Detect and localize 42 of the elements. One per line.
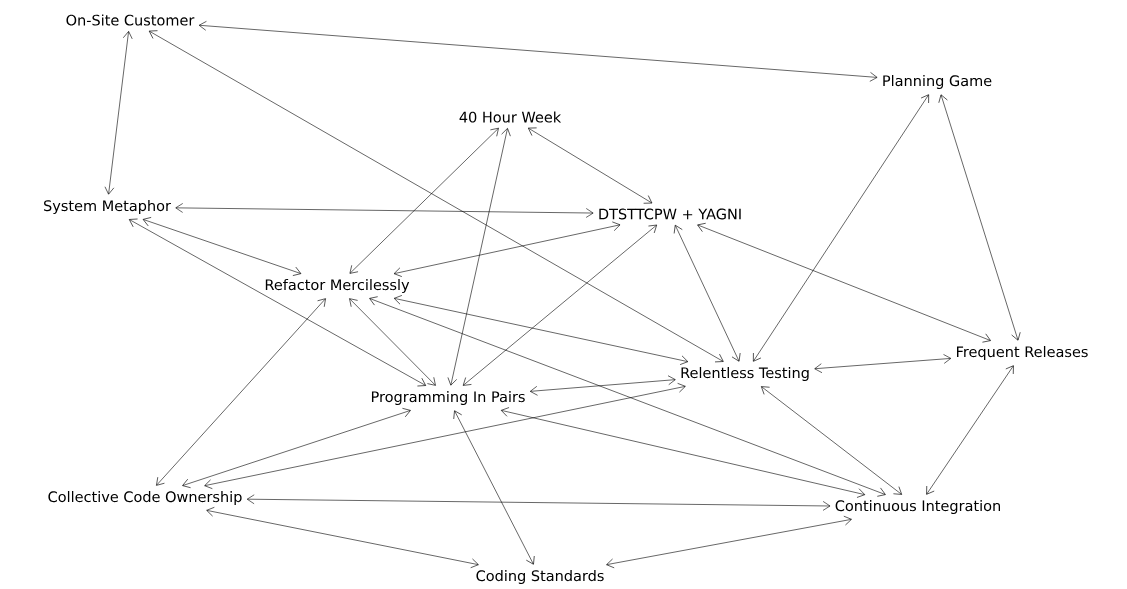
concept-label: 40 Hour Week [459, 111, 562, 123]
arrow [393, 295, 689, 365]
concept-label: Programming In Pairs [371, 391, 525, 405]
arrow [761, 386, 902, 495]
concept-label: System Metaphor [44, 200, 171, 214]
concept-label: On-Site Customer [66, 14, 195, 26]
arrow [393, 221, 621, 277]
arrow [156, 298, 326, 486]
arrow [182, 408, 411, 488]
arrow [500, 407, 866, 498]
arrow [369, 296, 886, 497]
arrow [104, 31, 133, 195]
concept-label: Coding Standards [476, 570, 604, 584]
arrow [673, 224, 741, 362]
concept-label: Collective Code Ownership [48, 491, 242, 505]
arrow [462, 224, 657, 386]
arrow [926, 365, 1014, 495]
arrow [753, 94, 929, 362]
arrow [529, 375, 676, 396]
arrow [148, 30, 724, 363]
arrow [349, 127, 499, 274]
concept-label: Refactor Mercilessly [265, 279, 410, 293]
concept-label: Frequent Releases [957, 346, 1088, 360]
concept-label: Planning Game [883, 75, 992, 89]
arrow [453, 410, 535, 565]
arrow [246, 494, 831, 511]
concept-label: Relentless Testing [681, 367, 809, 381]
arrow [204, 383, 686, 489]
arrow [206, 507, 479, 568]
arrow [349, 298, 436, 386]
arrow [142, 217, 302, 276]
arrow [528, 127, 653, 204]
arrow [606, 515, 852, 569]
arrow [938, 94, 1021, 341]
arrow [128, 218, 427, 387]
arrow [697, 223, 991, 343]
concept-label: Continuous Integration [835, 500, 1000, 514]
arrow [447, 128, 511, 386]
arrow [198, 21, 878, 82]
arrow [814, 354, 952, 373]
arrow [175, 203, 594, 218]
concept-label: DTSTTCPW + YAGNI [599, 208, 741, 220]
